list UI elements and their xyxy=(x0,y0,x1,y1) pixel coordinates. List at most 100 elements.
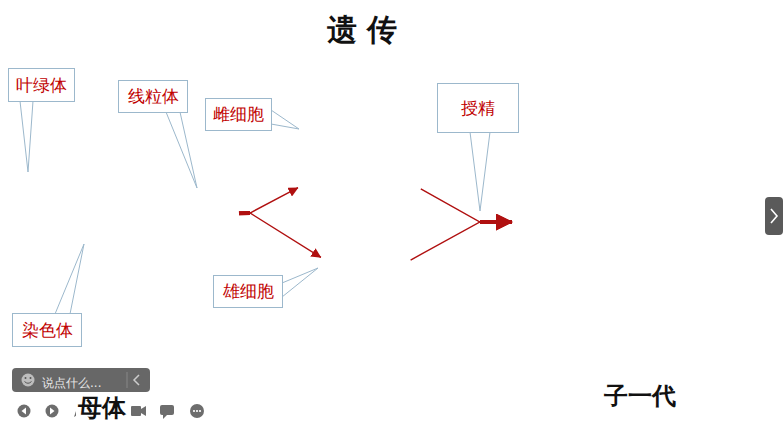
gene-mark xyxy=(666,211,672,217)
gene-mark xyxy=(155,191,161,197)
camera-icon xyxy=(131,406,141,416)
chromosome xyxy=(633,187,634,229)
chromosome xyxy=(348,135,349,161)
callout-tail xyxy=(271,110,299,129)
cell-interior xyxy=(316,113,423,207)
chromosome xyxy=(343,167,344,191)
gene-mark xyxy=(132,243,138,249)
chromosome xyxy=(75,177,76,219)
chromosome xyxy=(132,229,133,269)
arrow-connector xyxy=(411,222,512,260)
chromosome xyxy=(666,191,667,233)
chromosome xyxy=(96,233,97,273)
cell-interior xyxy=(337,253,393,317)
callout-tail-group xyxy=(20,101,490,314)
more-icon xyxy=(190,404,204,418)
connector-trunk xyxy=(480,220,512,224)
gene-mark xyxy=(120,249,126,255)
chromosome xyxy=(68,177,69,219)
gene-mark xyxy=(144,183,150,189)
chromosome xyxy=(390,135,391,161)
callout-label: 雌细胞 xyxy=(213,103,264,126)
chromosome xyxy=(639,243,640,283)
gene-mark xyxy=(108,240,114,246)
chromosome xyxy=(615,243,616,283)
chloroplast xyxy=(531,177,539,232)
more-dot xyxy=(193,410,195,412)
gene-mark xyxy=(586,201,592,207)
title: 遗 传 xyxy=(327,10,397,51)
comment-icon xyxy=(160,405,174,415)
chromosome xyxy=(126,177,127,219)
chromosome xyxy=(575,187,576,229)
chromosome xyxy=(590,187,591,229)
connector-trunk xyxy=(239,211,250,215)
chromosome xyxy=(601,191,602,233)
smiley-eye xyxy=(25,377,27,379)
chromosome xyxy=(627,247,628,287)
chromosome xyxy=(344,291,345,315)
gene-mark xyxy=(623,265,629,271)
chromosome xyxy=(336,289,337,313)
connector-trunk xyxy=(480,220,512,224)
cell-caption: 母体 xyxy=(76,394,128,422)
gene-mark xyxy=(575,209,581,215)
chromosome xyxy=(670,187,671,229)
chromosome xyxy=(360,253,361,277)
connector-line xyxy=(411,222,512,260)
chromosome xyxy=(352,293,353,317)
chromosome xyxy=(122,173,123,215)
chromosome xyxy=(336,165,337,189)
chromosome xyxy=(385,167,386,191)
cell-outline xyxy=(285,97,435,213)
nucleus xyxy=(556,160,700,304)
chromosome xyxy=(159,173,160,215)
caption-holder: 母体 xyxy=(76,392,128,424)
chromosome xyxy=(597,187,598,229)
chromosome xyxy=(120,233,121,273)
chromosome xyxy=(655,187,656,229)
chromosome xyxy=(108,229,109,269)
chat-bar-overlay xyxy=(12,368,150,392)
callout-label: 染色体 xyxy=(22,319,73,342)
more-dot xyxy=(196,410,198,412)
callout-label: 雄细胞 xyxy=(223,280,274,303)
gene-mark xyxy=(647,253,653,259)
gene-mark xyxy=(635,259,641,265)
chromosome xyxy=(376,257,377,281)
chromosome xyxy=(376,293,377,317)
callout-label: 授精 xyxy=(461,97,495,120)
chromosome xyxy=(84,229,85,269)
cell-membrane xyxy=(286,98,435,213)
callout-box: 叶绿体 xyxy=(8,68,75,102)
chromosome xyxy=(369,135,370,161)
connector-line xyxy=(239,213,321,257)
title-holder: 遗 传 xyxy=(327,10,397,51)
cell-membrane xyxy=(513,128,738,317)
gene-mark xyxy=(644,207,650,213)
chloroplast xyxy=(531,177,539,232)
more-dot xyxy=(199,410,201,412)
chromosome xyxy=(90,177,91,219)
gene-mark xyxy=(64,193,70,199)
chromosome xyxy=(647,243,648,283)
chloroplast xyxy=(20,178,28,233)
callout-box: 授精 xyxy=(437,83,519,133)
chromosome xyxy=(341,133,342,159)
callout-label: 叶绿体 xyxy=(16,74,67,97)
label-holder: 说点什么... xyxy=(42,372,101,392)
chromosome xyxy=(383,133,384,159)
chromosome xyxy=(344,255,345,279)
chromosome xyxy=(392,291,393,315)
gene-mark xyxy=(597,205,603,211)
gene-mark xyxy=(133,195,139,201)
chromosome xyxy=(336,253,337,277)
gene-mark xyxy=(122,187,128,193)
next-icon-arrow xyxy=(50,408,55,415)
smiley-mouth xyxy=(25,382,32,384)
mitochondrion xyxy=(198,193,206,248)
side-tab-chevron xyxy=(771,209,777,223)
chromosome xyxy=(360,289,361,313)
cell-interior xyxy=(20,138,206,288)
chromosome xyxy=(112,233,113,273)
